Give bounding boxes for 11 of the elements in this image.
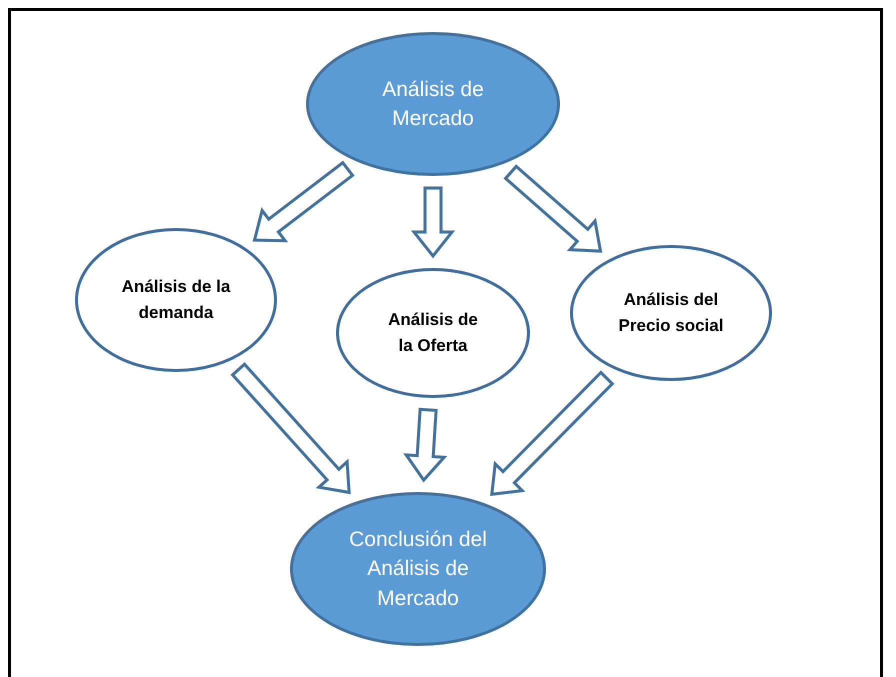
block-arrow [503,164,602,253]
block-arrow [230,362,351,494]
node-label: Análisis de la demanda [121,276,231,324]
block-arrow [490,370,614,496]
node-label: Análisis de la Oferta [387,308,479,357]
block-arrow [252,160,355,242]
node-label: Conclusión del Análisis de Mercado [348,526,488,612]
block-arrow [410,186,456,258]
block-arrow [403,408,448,483]
node-label: Análisis del Precio social [618,288,724,337]
node-label: Análisis de Mercado [381,76,485,132]
